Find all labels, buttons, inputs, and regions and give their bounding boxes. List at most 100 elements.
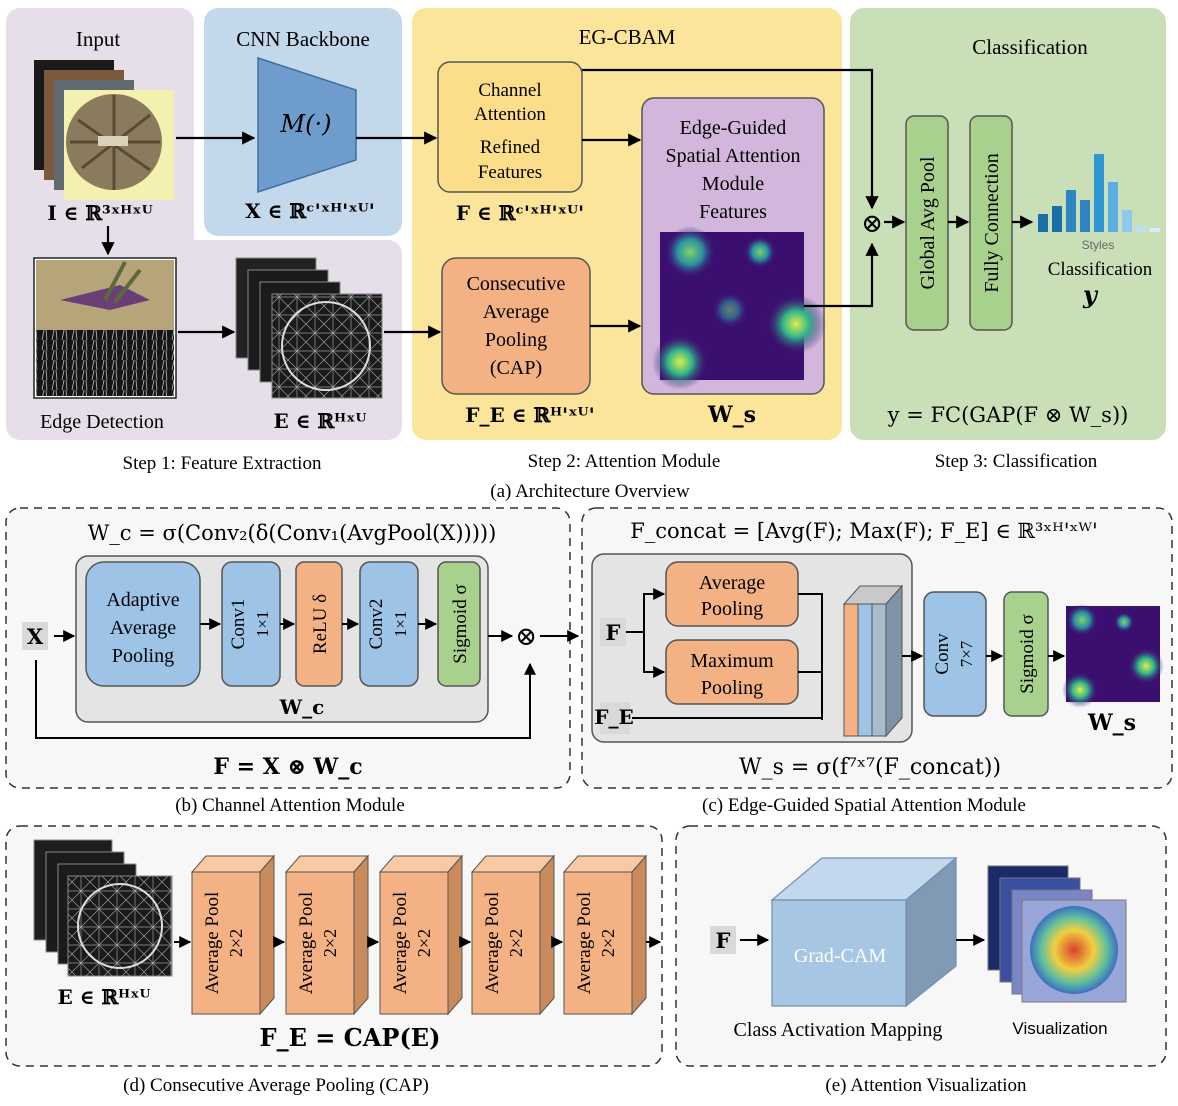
F-input-bg (600, 618, 626, 646)
X-input-bg (22, 622, 48, 650)
pool3-size: 2×2 (414, 929, 434, 957)
sigmoid-c-label: Sigmoid σ (1017, 614, 1038, 693)
F-formula: F = X ⊗ W_c (213, 754, 362, 780)
global-avg-pool-label: Global Avg Pool (917, 156, 939, 289)
avg-pool-blocks (190, 854, 648, 1016)
fully-connection-label: Fully Connection (981, 153, 1003, 292)
pool2-size: 2×2 (320, 929, 340, 957)
egcbam-title: EG-CBAM (579, 25, 676, 49)
edge-detection-label: Edge Detection (40, 411, 164, 433)
pool5-label: Average Pool (574, 892, 595, 995)
cap-edge-stack (33, 839, 173, 977)
channel-attention-box (437, 61, 583, 193)
E-cap-math: E ∈ ℝᴴˣᵂ (58, 985, 151, 1009)
edge-map-stack (235, 257, 383, 399)
backbone-title: CNN Backbone (236, 27, 370, 51)
input-I-math: I ∈ ℝ³ˣᴴˣᵂ (47, 201, 152, 225)
egsa-line-2: Spatial Attention (666, 145, 801, 167)
styles-bar-chart (1038, 154, 1160, 232)
class-activation-mapping-label: Class Activation Mapping (734, 1019, 943, 1041)
styles-label: Styles (1082, 238, 1115, 252)
conv1-label: Conv1 (228, 599, 249, 650)
max-pool-line-2: Pooling (701, 677, 763, 699)
pool1-label: Average Pool (202, 892, 223, 995)
cap-box-line-3: Pooling (485, 329, 547, 351)
classification-y: y (1082, 280, 1099, 309)
input-title: Input (76, 27, 120, 51)
pool1-size: 2×2 (226, 929, 246, 957)
conv7-size: 7×7 (957, 640, 976, 667)
caption-c: (c) Edge-Guided Spatial Attention Module (702, 795, 1026, 816)
FE-input-bg (600, 702, 630, 734)
conv2-size: 1×1 (391, 611, 410, 638)
egsa-line-3: Module (702, 173, 764, 195)
Ws-math: W_s (707, 402, 756, 428)
visualization-label: Visualization (1012, 1019, 1107, 1038)
FE-input: F_E (594, 705, 633, 729)
arrows-b (35, 618, 580, 739)
otimes-b: ⊗ (515, 622, 537, 652)
pool5-size: 2×2 (598, 929, 618, 957)
adaptive-line-3: Pooling (112, 645, 174, 667)
pool4-size: 2×2 (506, 929, 526, 957)
edge-detection-image (33, 257, 177, 399)
backbone-trapezoid (257, 56, 357, 194)
X-input: X (27, 624, 44, 649)
concat-stack (842, 584, 904, 738)
visualization-stack (987, 865, 1127, 1003)
F-input: F (606, 620, 621, 645)
egsa-line-1: Edge-Guided (680, 117, 787, 139)
avg-pool-line-2: Pooling (701, 598, 763, 620)
arrows-a (101, 68, 1034, 339)
gradcam-cube (770, 856, 958, 1008)
step-1: Step 1: Feature Extraction (123, 453, 322, 474)
FE-cap-formula: F_E = CAP(E) (260, 1023, 441, 1052)
channel-box-line-3: Refined (480, 137, 541, 158)
sigmoid-b-label: Sigmoid σ (450, 584, 471, 663)
conv2-label: Conv2 (366, 599, 387, 650)
FE-math: F_E ∈ ℝᴴ'ˣᵂ' (465, 403, 594, 427)
Wc-formula: W_c = σ(Conv₂(δ(Conv₁(AvgPool(X))))) (88, 521, 497, 545)
Ws-formula: W_s = σ(f⁷ˣ⁷(F_concat)) (739, 755, 1001, 780)
gradcam-label: Grad-CAM (794, 945, 886, 967)
adaptive-line-1: Adaptive (106, 589, 179, 611)
cap-box-line-4: (CAP) (490, 357, 542, 379)
caption-b: (b) Channel Attention Module (175, 795, 405, 816)
backbone-X-math: X ∈ ℝᶜ'ˣᴴ'ˣᵂ' (245, 199, 375, 223)
channel-box-line-2: Attention (474, 104, 546, 125)
pool4-label: Average Pool (482, 892, 503, 995)
pool2-label: Average Pool (296, 892, 317, 995)
backbone-function: M(·) (280, 110, 332, 138)
input-image-stack (34, 60, 174, 200)
max-pool-line-1: Maximum (690, 650, 774, 672)
sigmoid-b-box (437, 561, 481, 687)
F-math: F ∈ ℝᶜ'ˣᴴ'ˣᵂ' (456, 201, 584, 225)
conv1-size: 1×1 (253, 611, 272, 638)
adaptive-line-2: Average (110, 617, 176, 639)
Fconcat-formula: F_concat = [Avg(F); Max(F); F_E] ∈ ℝ³ˣᴴ'… (630, 519, 1098, 543)
sigmoid-c-box (1003, 591, 1049, 717)
avg-pool-line-1: Average (699, 572, 765, 594)
cap-box-line-1: Consecutive (467, 273, 566, 295)
caption-e: (e) Attention Visualization (825, 1075, 1027, 1096)
classification-label: Classification (1048, 259, 1153, 280)
spatial-heatmap-c (1062, 604, 1164, 708)
arrows-c (626, 588, 1066, 720)
channel-box-line-4: Features (478, 162, 542, 183)
pool3-label: Average Pool (390, 892, 411, 995)
cap-box-line-2: Average (483, 301, 549, 323)
F-gradcam: F (716, 928, 731, 953)
conv7-box (923, 591, 987, 717)
Ws-out: W_s (1087, 710, 1136, 736)
Wc-label: W_c (279, 695, 325, 719)
egsa-line-4: Features (699, 201, 767, 223)
otimes-a: ⊗ (861, 209, 883, 239)
caption-d: (d) Consecutive Average Pooling (CAP) (123, 1075, 429, 1096)
y-formula: y = FC(GAP(F ⊗ W_s)) (887, 403, 1129, 427)
spatial-heatmap (652, 226, 826, 390)
F-gradcam-bg (710, 926, 736, 954)
caption-a: (a) Architecture Overview (490, 481, 690, 502)
relu-label: ReLU δ (310, 594, 331, 654)
edge-E-math: E ∈ ℝᴴˣᵂ (274, 409, 367, 433)
